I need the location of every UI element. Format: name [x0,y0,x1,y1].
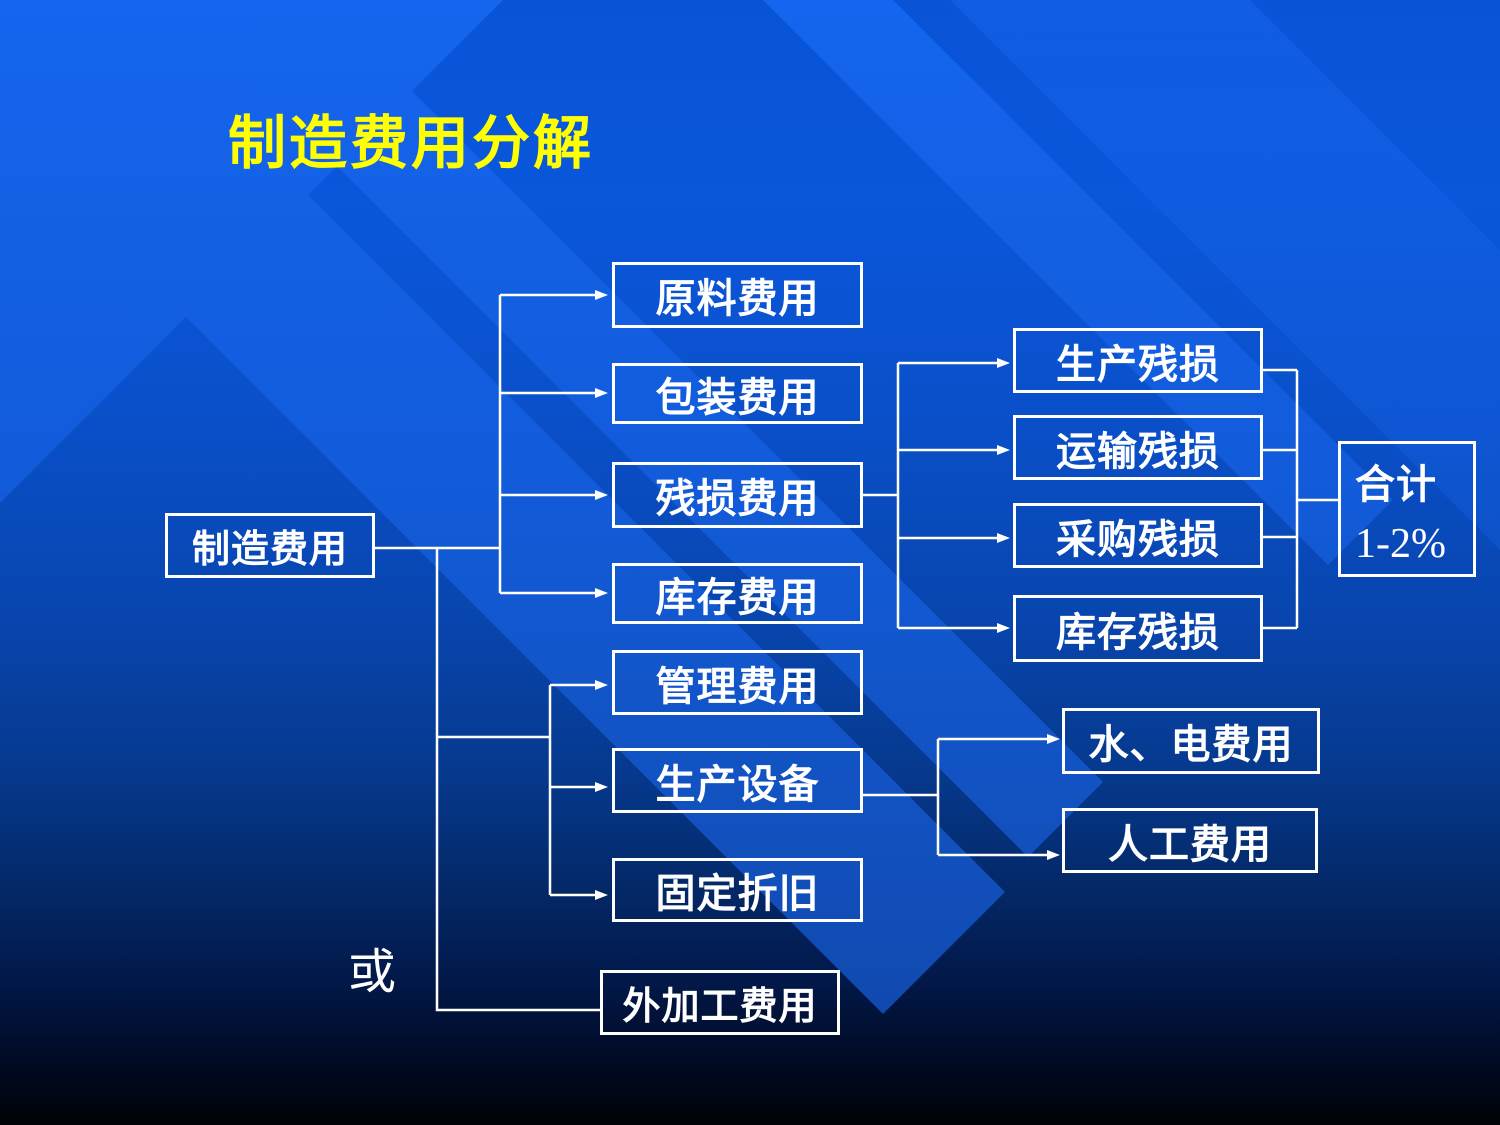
node-label: 包装费用 [655,375,820,420]
node-management-cost: 管理费用 [612,650,863,715]
node-outsourcing-cost: 外加工费用 [600,970,840,1035]
node-inventory-cost: 库存费用 [612,563,863,624]
node-water-electricity-cost: 水、电费用 [1062,708,1320,774]
node-label: 库存费用 [655,575,820,620]
node-manufacturing-cost: 制造费用 [165,513,375,578]
node-label: 生产设备 [655,762,820,807]
node-label: 采购残损 [1056,517,1220,562]
node-label: 生产残损 [1056,342,1220,387]
node-label: 运输残损 [1056,429,1220,474]
node-label: 管理费用 [655,664,820,709]
slide-title: 制造费用分解 [228,111,595,176]
node-damage-cost: 残损费用 [612,462,863,528]
or-label: 或 [348,946,397,999]
node-production-equipment: 生产设备 [612,748,863,813]
node-transport-damage: 运输残损 [1013,415,1263,480]
node-labor-cost: 人工费用 [1062,808,1318,873]
total-value: 1-2% [1355,521,1446,567]
node-inventory-damage: 库存残损 [1013,595,1263,662]
total-label: 合计 [1355,463,1437,507]
node-label: 外加工费用 [622,986,818,1028]
node-label: 人工费用 [1108,822,1272,867]
node-label: 原料费用 [655,277,820,321]
node-total: 合计 1-2% [1338,441,1476,577]
node-production-damage: 生产残损 [1013,328,1263,393]
node-fixed-depreciation: 固定折旧 [612,858,863,922]
node-raw-material-cost: 原料费用 [612,262,863,328]
node-packaging-cost: 包装费用 [612,363,863,424]
node-label: 残损费用 [655,477,820,521]
node-purchase-damage: 采购残损 [1013,503,1263,568]
node-label: 水、电费用 [1088,723,1294,767]
node-label: 库存残损 [1056,610,1220,655]
connector-group [375,290,1338,1012]
node-label: 固定折旧 [655,872,820,916]
node-label: 制造费用 [191,529,348,571]
